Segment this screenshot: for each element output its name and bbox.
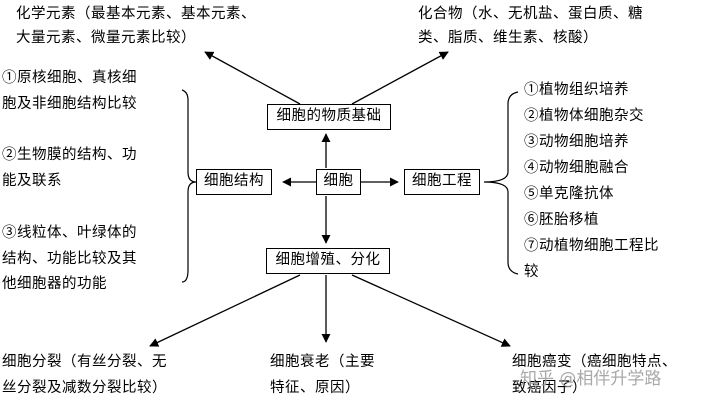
- material-basis-box: 细胞的物质基础: [267, 104, 391, 130]
- arrow-to-cancer: [351, 274, 511, 347]
- left-brace: [181, 89, 197, 283]
- cell-structure-box: 细胞结构: [196, 169, 272, 195]
- arrow-to-elements: [204, 51, 301, 105]
- proliferation-box: 细胞增殖、分化: [266, 248, 390, 274]
- cell-center-box: 细胞: [316, 169, 361, 195]
- arrow-to-division: [149, 274, 301, 347]
- watermark: 知乎 @相伴升学路: [520, 369, 662, 389]
- right-brace: [483, 91, 519, 275]
- arrow-to-compounds: [351, 51, 449, 105]
- cell-engineering-box: 细胞工程: [404, 169, 480, 195]
